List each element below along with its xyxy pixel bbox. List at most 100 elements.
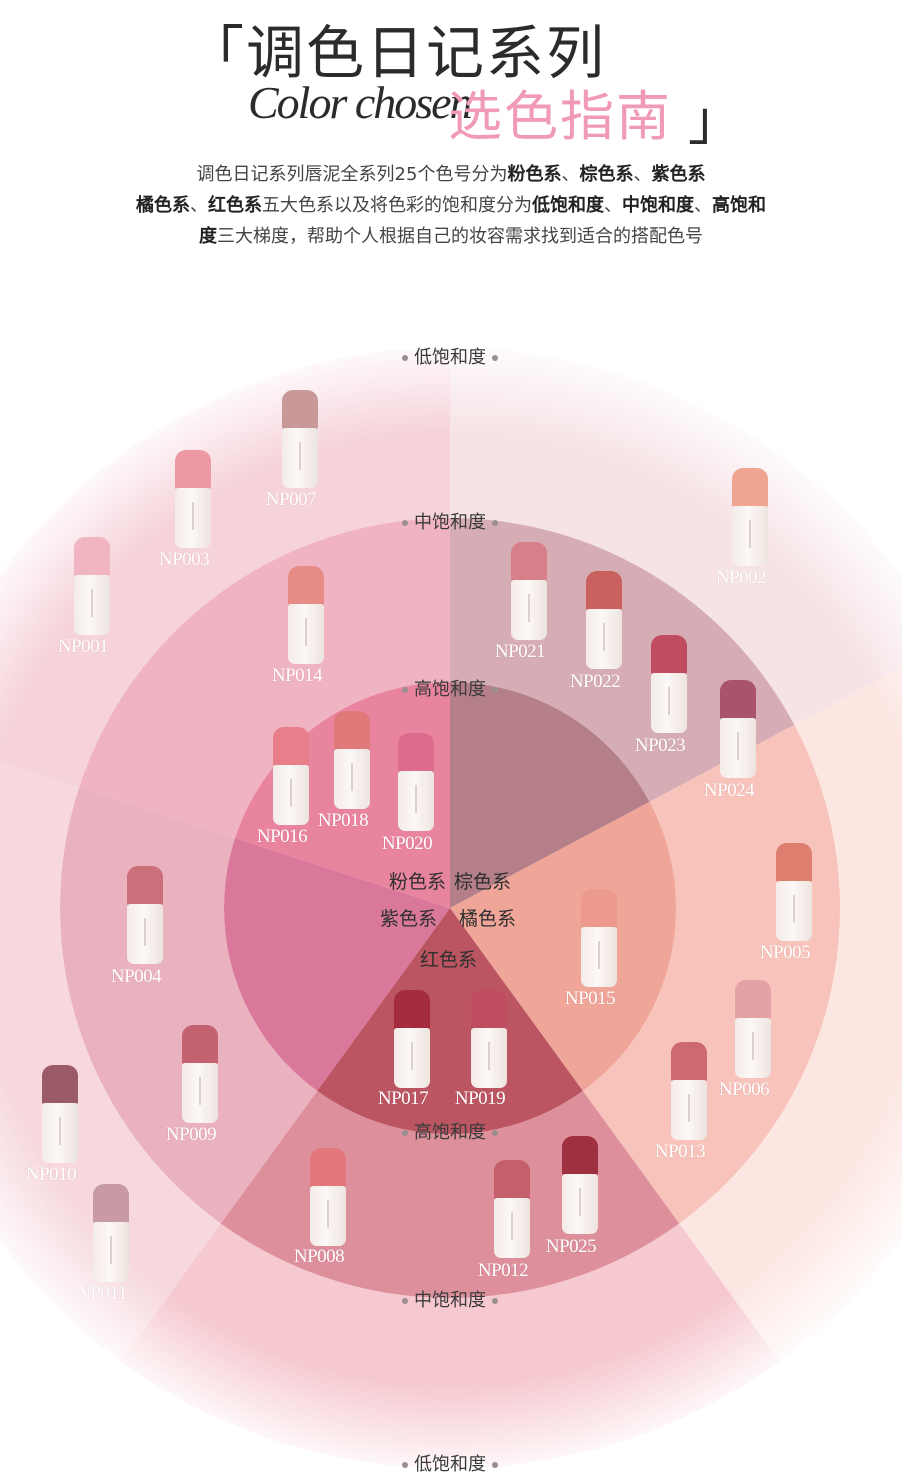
lipstick-np017 <box>394 990 430 1088</box>
lipstick-np004 <box>127 866 163 964</box>
lipstick-tube <box>581 927 617 987</box>
lipstick-tube <box>494 1198 530 1258</box>
product-code: NP015 <box>564 988 616 1009</box>
lipstick-np002 <box>732 468 768 566</box>
lipstick-cap <box>776 843 812 883</box>
product-code: NP023 <box>634 735 686 756</box>
lipstick-cap <box>334 711 370 751</box>
product-code: NP009 <box>165 1124 217 1145</box>
description-line-2: 橘色系、红色系五大色系以及将色彩的饱和度分为低饱和度、中饱和度、高饱和 <box>136 195 766 216</box>
lipstick-tube <box>732 506 768 566</box>
product-code: NP010 <box>25 1164 77 1185</box>
ring-label-mid-bottom: 中饱和度 <box>380 1286 520 1312</box>
lipstick-tube <box>288 604 324 664</box>
lipstick-tube <box>776 881 812 941</box>
lipstick-np005 <box>776 843 812 941</box>
product-code: NP008 <box>293 1246 345 1267</box>
lipstick-tube <box>93 1222 129 1282</box>
family-label-red: 红色系 <box>420 949 478 971</box>
lipstick-np006 <box>735 980 771 1078</box>
lipstick-np018 <box>334 711 370 809</box>
lipstick-cap <box>175 450 211 490</box>
title-closing-bracket: 」 <box>688 89 742 152</box>
lipstick-tube <box>735 1018 771 1078</box>
product-code: NP002 <box>715 567 767 588</box>
title-english: Color chosen <box>248 77 473 128</box>
lipstick-tube <box>175 488 211 548</box>
product-code: NP018 <box>317 810 369 831</box>
ring-label-low-bottom: 低饱和度 <box>380 1450 520 1476</box>
lipstick-tube <box>394 1028 430 1088</box>
lipstick-cap <box>282 390 318 430</box>
lipstick-tube <box>720 718 756 778</box>
lipstick-np019 <box>471 990 507 1088</box>
product-code: NP024 <box>703 780 755 801</box>
lipstick-cap <box>42 1065 78 1105</box>
lipstick-tube <box>651 673 687 733</box>
lipstick-cap <box>288 566 324 606</box>
lipstick-cap <box>310 1148 346 1188</box>
product-code: NP007 <box>265 489 317 510</box>
lipstick-np015 <box>581 889 617 987</box>
lipstick-cap <box>720 680 756 720</box>
product-code: NP005 <box>759 942 811 963</box>
lipstick-tube <box>586 609 622 669</box>
lipstick-np009 <box>182 1025 218 1123</box>
product-code: NP016 <box>256 826 308 847</box>
lipstick-cap <box>651 635 687 675</box>
lipstick-cap <box>562 1136 598 1176</box>
lipstick-tube <box>671 1080 707 1140</box>
lipstick-tube <box>562 1174 598 1234</box>
lipstick-tube <box>471 1028 507 1088</box>
lipstick-tube <box>310 1186 346 1246</box>
lipstick-np007 <box>282 390 318 488</box>
lipstick-np003 <box>175 450 211 548</box>
lipstick-cap <box>471 990 507 1030</box>
product-code: NP006 <box>718 1079 770 1100</box>
lipstick-cap <box>74 537 110 577</box>
lipstick-np016 <box>273 727 309 825</box>
product-code: NP003 <box>158 549 210 570</box>
ring-label-mid-top: 中饱和度 <box>380 508 520 534</box>
lipstick-np013 <box>671 1042 707 1140</box>
lipstick-cap <box>732 468 768 508</box>
lipstick-cap <box>182 1025 218 1065</box>
lipstick-np022 <box>586 571 622 669</box>
lipstick-tube <box>398 771 434 831</box>
lipstick-cap <box>273 727 309 767</box>
family-label-brown: 棕色系 <box>454 871 512 893</box>
product-code: NP014 <box>271 665 323 686</box>
lipstick-np011 <box>93 1184 129 1282</box>
lipstick-cap <box>127 866 163 906</box>
lipstick-tube <box>334 749 370 809</box>
lipstick-cap <box>398 733 434 773</box>
product-code: NP004 <box>110 966 162 987</box>
lipstick-cap <box>93 1184 129 1224</box>
lipstick-cap <box>586 571 622 611</box>
lipstick-np023 <box>651 635 687 733</box>
product-code: NP025 <box>545 1236 597 1257</box>
description-line-1: 调色日记系列唇泥全系列25个色号分为粉色系、棕色系、紫色系 <box>196 164 706 185</box>
lipstick-cap <box>581 889 617 929</box>
product-code: NP013 <box>654 1141 706 1162</box>
product-code: NP017 <box>377 1088 429 1109</box>
family-label-orange: 橘色系 <box>459 908 517 930</box>
lipstick-np024 <box>720 680 756 778</box>
lipstick-np021 <box>511 542 547 640</box>
product-code: NP012 <box>477 1260 529 1281</box>
lipstick-tube <box>282 428 318 488</box>
ring-label-high-bottom: 高饱和度 <box>380 1118 520 1144</box>
lipstick-np012 <box>494 1160 530 1258</box>
ring-label-high-top: 高饱和度 <box>380 675 520 701</box>
lipstick-cap <box>671 1042 707 1082</box>
product-code: NP021 <box>494 641 546 662</box>
lipstick-tube <box>511 580 547 640</box>
ring-label-low-top: 低饱和度 <box>380 343 520 369</box>
product-code: NP011 <box>77 1283 127 1304</box>
lipstick-tube <box>273 765 309 825</box>
lipstick-np014 <box>288 566 324 664</box>
lipstick-np010 <box>42 1065 78 1163</box>
lipstick-np008 <box>310 1148 346 1246</box>
lipstick-tube <box>74 575 110 635</box>
